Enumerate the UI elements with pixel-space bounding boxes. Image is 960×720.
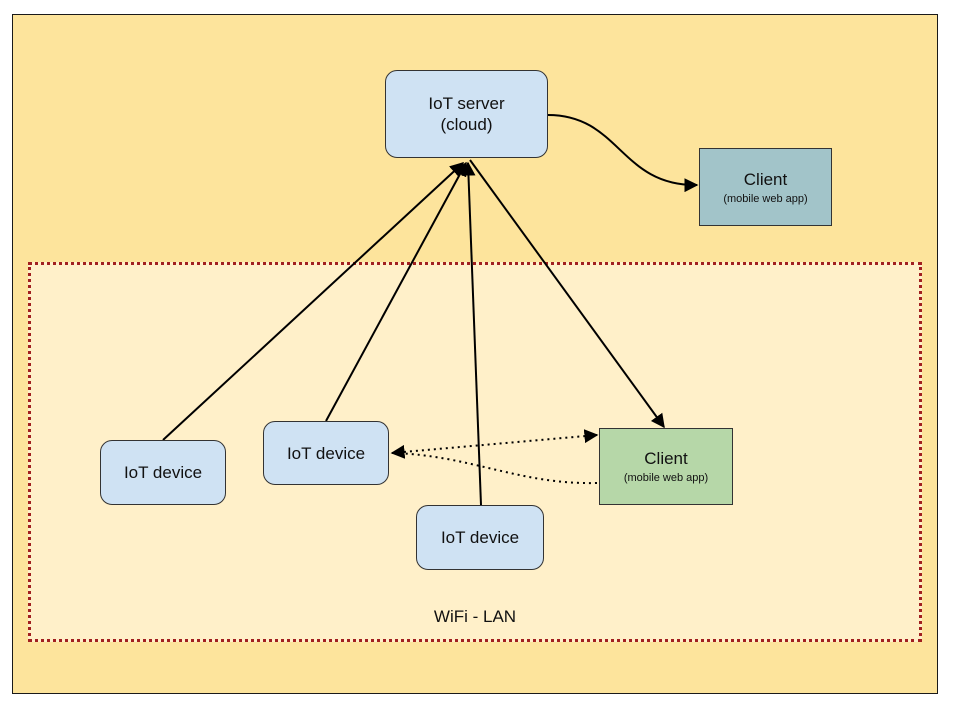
link-device2-client-dotted — [390, 429, 599, 459]
wifi-lan-label: WiFi - LAN — [433, 607, 517, 626]
link-server-client-cloud — [547, 114, 699, 193]
iot-device-node: IoT device — [263, 421, 389, 485]
device-label: IoT device — [440, 528, 520, 547]
server-sublabel: (cloud) — [440, 115, 493, 134]
client-lan-node: Client (mobile web app) — [599, 428, 733, 505]
server-label: IoT server — [428, 94, 505, 113]
device-label: IoT device — [123, 463, 203, 482]
link-device3-server — [461, 161, 482, 506]
iot-server-node: IoT server (cloud) — [385, 70, 548, 158]
client-label: Client — [743, 169, 788, 189]
client-sublabel: (mobile web app) — [623, 472, 709, 484]
link-client-device2-dotted — [391, 452, 598, 485]
link-server-client-lan — [469, 159, 665, 429]
client-cloud-node: Client (mobile web app) — [699, 148, 832, 226]
iot-device-node: IoT device — [100, 440, 226, 505]
iot-device-node: IoT device — [416, 505, 544, 570]
link-device1-server — [162, 162, 465, 441]
client-sublabel: (mobile web app) — [723, 192, 808, 205]
link-device2-server — [325, 161, 467, 422]
device-label: IoT device — [286, 443, 366, 463]
client-label: Client — [644, 449, 688, 468]
